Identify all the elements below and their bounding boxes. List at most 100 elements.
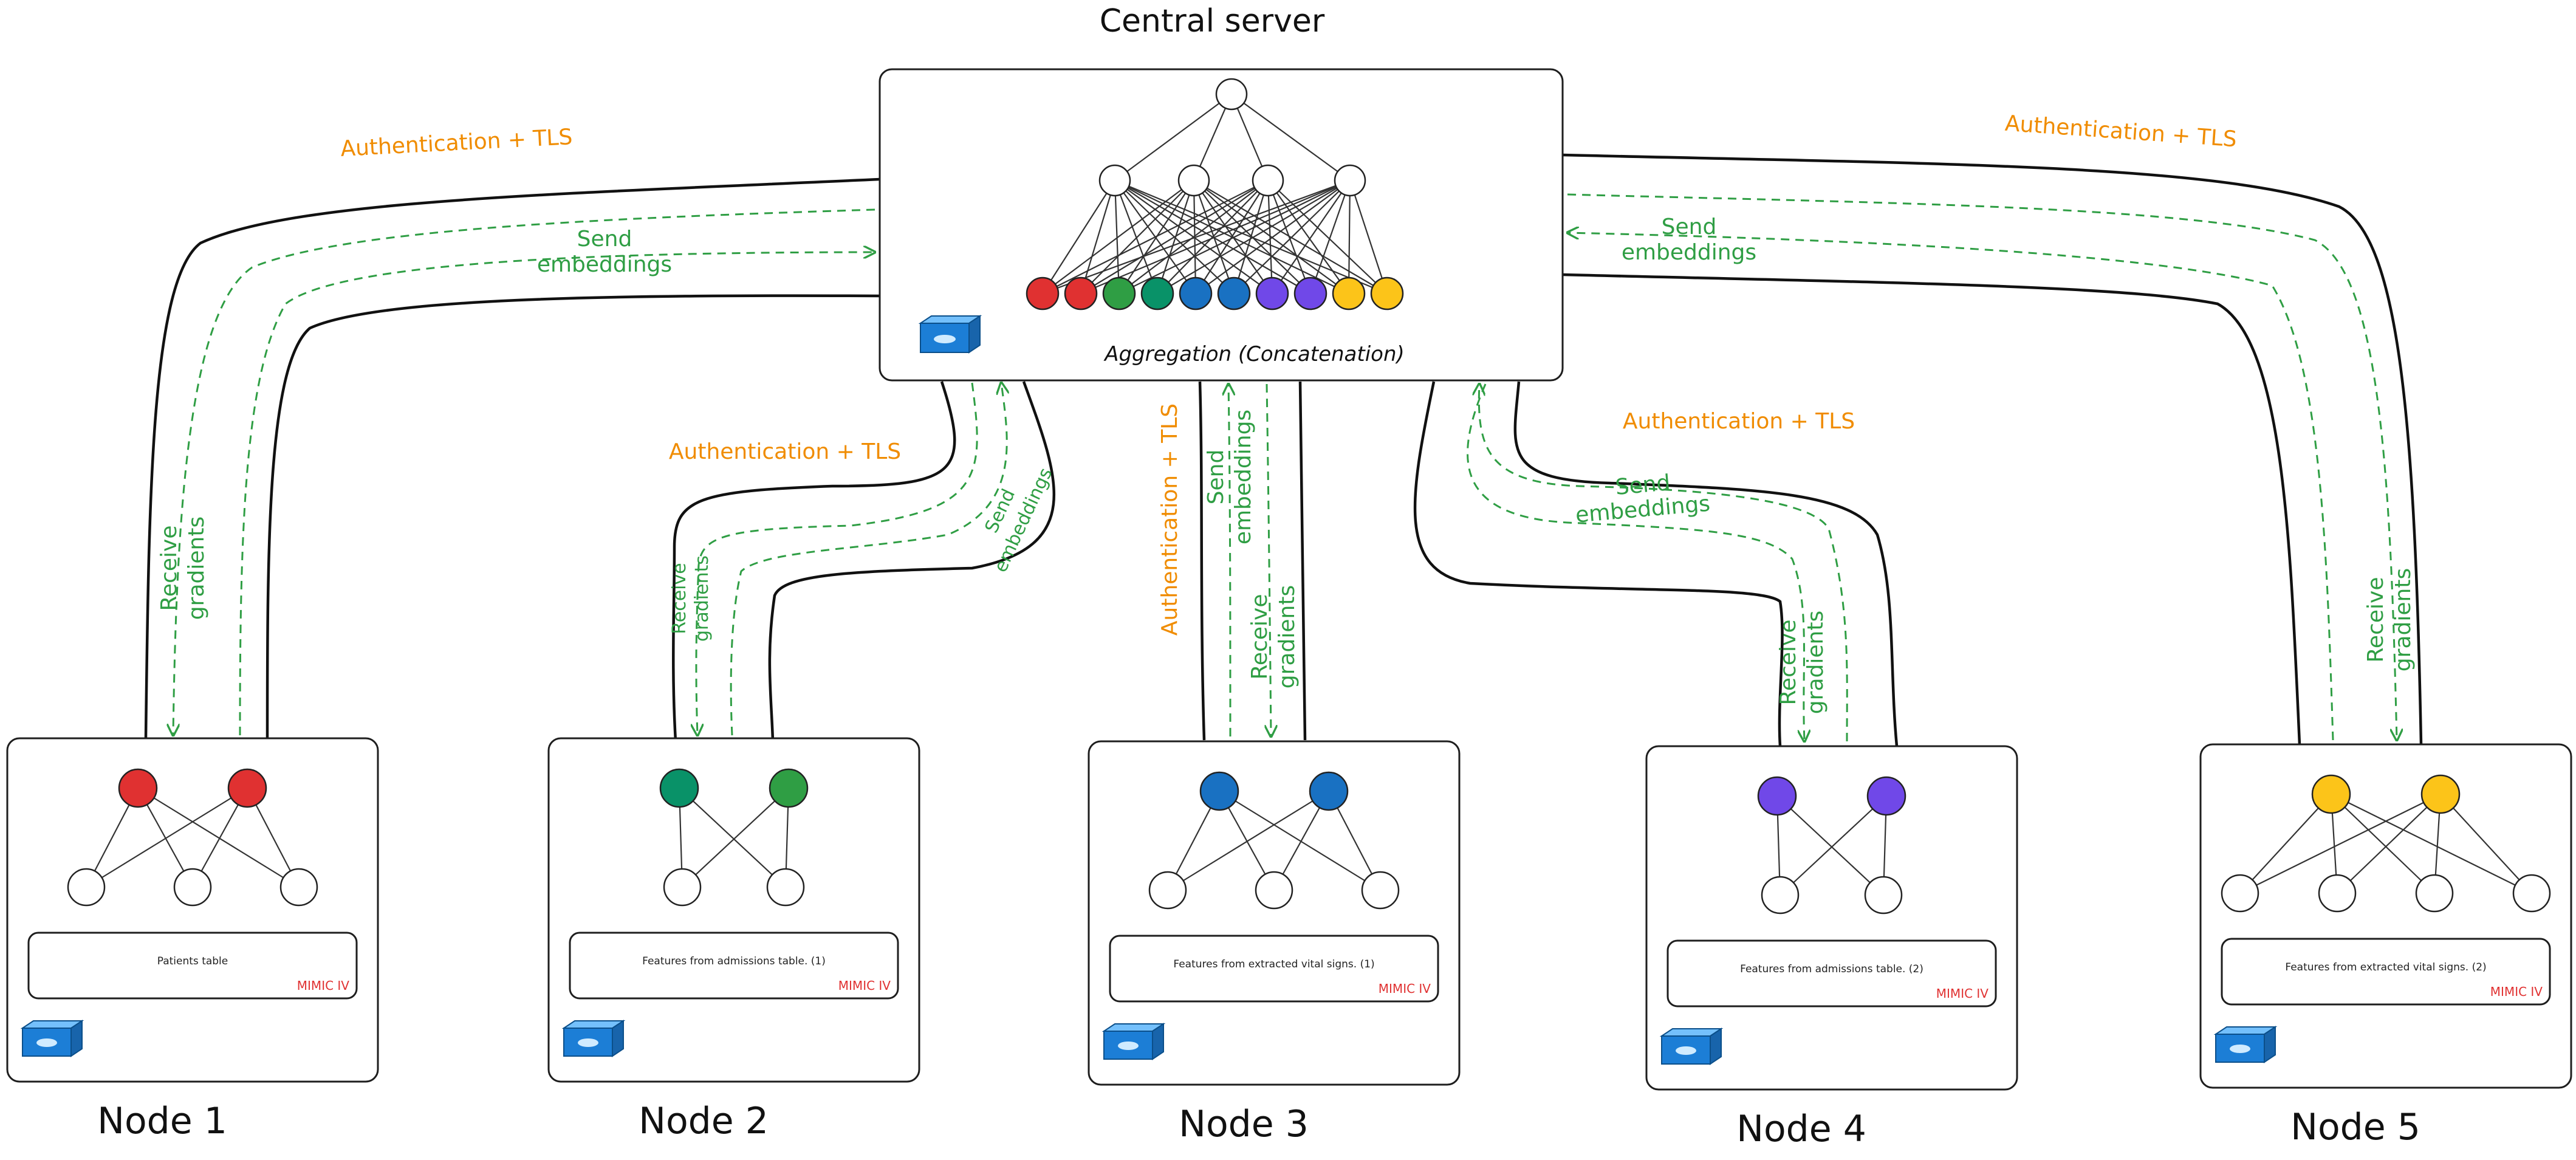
data-source-badge: MIMIC IV: [1379, 981, 1431, 996]
receive-label-node2-line2: gradients: [691, 555, 713, 642]
node-title: Node 4: [1736, 1108, 1866, 1150]
network-edge: [1267, 180, 1312, 294]
node-title: Node 5: [2290, 1106, 2420, 1148]
data-panel-box: [569, 932, 899, 1000]
input-neuron: [2221, 874, 2259, 913]
hidden-neuron: [1177, 164, 1210, 197]
network-edge: [682, 788, 789, 888]
network-edge: [1167, 791, 1329, 891]
network-edge: [679, 788, 786, 888]
send-label-node4-line1: Send: [1614, 470, 1671, 500]
network-edge: [1080, 180, 1194, 294]
network-edge: [1193, 180, 1311, 294]
network-edge: [1193, 180, 1388, 294]
embedding-neuron: [1370, 276, 1404, 311]
data-panel-text: Features from extracted vital signs. (1): [1173, 958, 1374, 970]
network-edge: [1267, 180, 1388, 294]
docker-container-icon: [561, 1020, 626, 1057]
embedding-neuron: [659, 768, 699, 808]
data-source-panel: Features from extracted vital signs. (2)…: [2221, 938, 2551, 1006]
send-label-node5-line1: Send: [1662, 214, 1717, 239]
network-edge: [1776, 795, 1884, 896]
embedding-neuron: [1026, 276, 1060, 311]
embedding-neuron: [1064, 276, 1098, 311]
input-neuron: [2318, 874, 2357, 913]
docker-container-icon: [1101, 1023, 1166, 1060]
hidden-neuron: [1334, 164, 1366, 197]
data-source-badge: MIMIC IV: [1936, 986, 1989, 1001]
auth-label-node3: Authentication + TLS: [1157, 403, 1182, 636]
network-edge: [137, 788, 300, 888]
network-edge: [1042, 179, 1351, 295]
receive-label-node1-line1: Receive: [157, 526, 182, 611]
channel-labels: Authentication + TLS Send embeddings Rec…: [157, 111, 2416, 714]
client-node-2: Features from admissions table. (1)MIMIC…: [547, 737, 920, 1142]
network-edge: [1267, 180, 1273, 294]
send-label-node5-line2: embeddings: [1622, 240, 1756, 265]
input-neuron: [1361, 871, 1400, 910]
network-edge: [1114, 180, 1159, 294]
network-edge: [2440, 794, 2532, 894]
embedding-neuron: [1199, 771, 1239, 811]
data-source-panel: Features from admissions table. (1)MIMIC…: [569, 932, 899, 1000]
embedding-neuron: [118, 768, 158, 808]
embedding-neuron: [1140, 276, 1174, 311]
network-edge: [1118, 180, 1269, 294]
auth-label-node4: Authentication + TLS: [1623, 409, 1855, 434]
input-neuron: [1761, 876, 1800, 915]
receive-label-node5-line1: Receive: [2363, 577, 2388, 663]
send-label-node4-line2: embeddings: [1574, 491, 1711, 527]
auth-label-node2: Authentication + TLS: [669, 439, 901, 464]
data-panel-box: [1667, 939, 1997, 1007]
central-server: Central server Aggregation (Concatenatio…: [879, 3, 1564, 382]
embedding-neuron: [1757, 776, 1797, 816]
network-edge: [1042, 180, 1115, 294]
network-edge: [1118, 180, 1351, 294]
network-edge: [1042, 180, 1194, 294]
input-neuron: [1255, 871, 1293, 910]
client-node-3: Features from extracted vital signs. (1)…: [1088, 740, 1461, 1145]
docker-container-icon: [20, 1020, 84, 1057]
network-edge: [1195, 180, 1351, 294]
embedding-neuron: [1217, 276, 1251, 311]
receive-label-node4-line1: Receive: [1776, 620, 1801, 705]
embedding-neuron: [2420, 774, 2461, 814]
input-neuron: [67, 868, 106, 907]
server-neural-network: [1026, 78, 1404, 311]
data-source-badge: MIMIC IV: [838, 978, 891, 993]
embedding-neuron: [2311, 774, 2351, 814]
client-node-5: Features from extracted vital signs. (2)…: [2199, 743, 2572, 1148]
network-edge: [1267, 180, 1349, 294]
network-edge: [1080, 179, 1351, 295]
channel-node5: [1562, 153, 2423, 745]
embedding-neuron: [1866, 776, 1906, 816]
network-edge: [1349, 180, 1388, 294]
network-edge: [2331, 794, 2435, 894]
input-neuron: [279, 868, 318, 907]
docker-container-icon: [918, 315, 982, 354]
network-edge: [1114, 180, 1120, 294]
network-edge: [1042, 180, 1269, 294]
network-edge: [1080, 180, 1116, 294]
data-source-panel: Features from admissions table. (2) MIMIC…: [1667, 939, 1997, 1007]
receive-label-node2-line1: Receive: [669, 563, 690, 634]
input-neuron: [1148, 871, 1187, 910]
receive-label-node5-line2: gradients: [2391, 568, 2416, 671]
embedding-neuron: [1179, 276, 1213, 311]
receive-label-node3-line1: Receive: [1247, 594, 1272, 680]
network-edge: [1780, 795, 1887, 896]
network-edge: [2331, 794, 2532, 894]
data-panel-text: Features from admissions table. (2): [1740, 963, 1923, 975]
network-edge: [1309, 180, 1351, 294]
docker-container-icon: [2213, 1026, 2278, 1063]
data-source-badge: MIMIC IV: [2490, 984, 2543, 999]
network-edge: [1233, 180, 1351, 294]
channel-node3: [1198, 381, 1307, 741]
network-edge: [1272, 180, 1351, 294]
input-neuron: [766, 868, 805, 907]
send-label-node3-line1: Send: [1204, 450, 1228, 505]
input-neuron: [1864, 876, 1903, 915]
